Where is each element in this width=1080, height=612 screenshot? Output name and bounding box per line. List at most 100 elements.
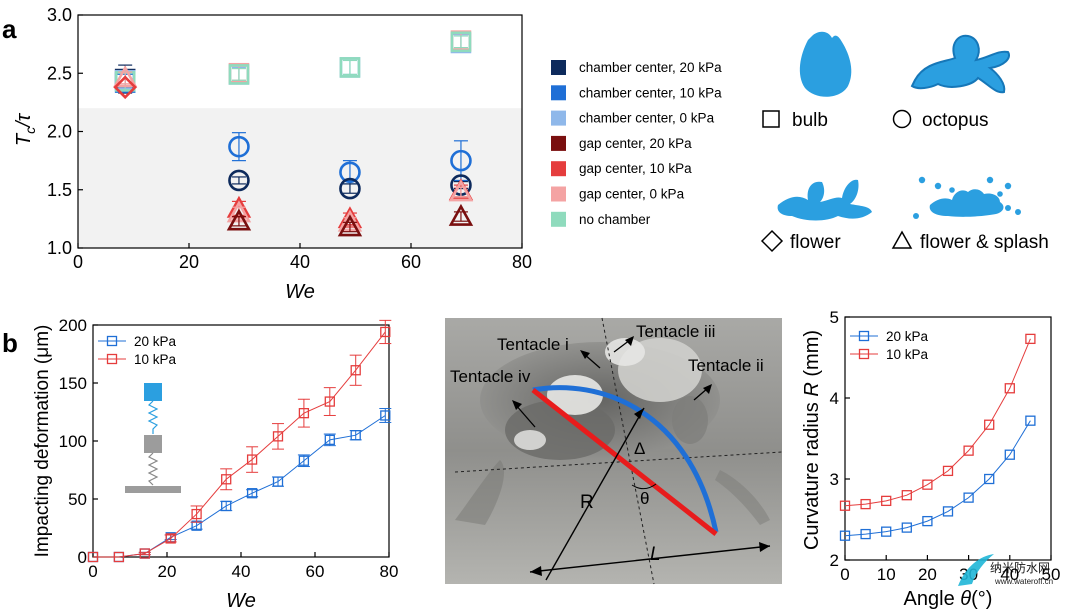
data-point-square (839, 530, 851, 541)
x-tick-label: 20 (918, 565, 937, 584)
data-point-circle (450, 149, 472, 172)
x-tick-label: 60 (306, 562, 325, 581)
series-line (844, 338, 1031, 507)
radius-label: R (580, 492, 594, 513)
data-point-square (221, 474, 232, 485)
octopus-label: octopus (922, 110, 989, 131)
data-point-square (860, 528, 871, 540)
legend-swatch (551, 135, 566, 151)
data-point-square (298, 408, 310, 419)
x-tick-label: 10 (877, 565, 896, 584)
legend-marker (106, 353, 118, 365)
data-point-square (339, 57, 361, 78)
data-point-square (228, 64, 250, 85)
spring-mass-inset-diagram (125, 383, 181, 493)
legend-label: 20 kPa (886, 329, 929, 344)
panel-c-x-axis-title: Angle θ(°) (904, 588, 993, 610)
y-tick-label: 100 (59, 432, 87, 451)
data-point-square (1025, 333, 1036, 345)
y-tick-label: 1.0 (47, 238, 72, 258)
legend-swatch (551, 85, 566, 101)
panel-a-shape-legend: bulb octopus flower flower & splash (760, 31, 1049, 253)
flower-shape-icon (777, 179, 872, 221)
data-point-triangle (226, 208, 252, 231)
data-point-diamond (113, 75, 138, 100)
data-point-square (984, 473, 995, 485)
legend-label: 10 kPa (134, 352, 177, 367)
panel-c-plot-frame (844, 316, 1052, 561)
y-tick-label: 200 (59, 316, 87, 335)
flower-marker-icon (760, 229, 784, 253)
legend-label: 20 kPa (134, 334, 177, 349)
y-tick-label: 3.0 (47, 5, 72, 25)
panel-c-legend: 20 kPa 10 kPa (850, 329, 929, 362)
data-point-square (298, 455, 310, 466)
data-point-square (839, 500, 851, 511)
triangle-marker-icon (891, 230, 913, 249)
delta-label: Δ (634, 439, 645, 458)
data-point-square (963, 492, 974, 503)
panel-a-shaded-region (78, 108, 522, 248)
data-point-square (1004, 449, 1015, 460)
data-point-square (324, 396, 335, 407)
theta-label: θ (640, 489, 649, 508)
data-point-square (860, 498, 871, 510)
x-tick-label: 80 (380, 562, 399, 581)
data-point-square (922, 479, 933, 490)
octopus-marker-icon (892, 109, 912, 129)
y-tick-label: 50 (68, 490, 87, 509)
y-tick-label: 3 (830, 470, 839, 489)
legend-swatch (551, 60, 566, 75)
data-point-triangle (112, 65, 138, 88)
bulb-shape-icon (799, 31, 852, 97)
flower-splash-shape-icon (913, 176, 1021, 219)
data-point-square (246, 454, 258, 465)
y-tick-label: 1.5 (47, 180, 72, 200)
x-tick-label: 20 (158, 562, 177, 581)
tentacle-iii-label: Tentacle iii (636, 322, 715, 341)
tentacle-ii-label: Tentacle ii (688, 356, 764, 375)
data-point-square (1004, 383, 1015, 394)
x-tick-label: 0 (840, 565, 849, 584)
panel-c-photo: Tentacle i Tentacle iii Tentacle ii Tent… (445, 317, 783, 585)
y-tick-label: 5 (830, 308, 839, 327)
y-tick-label: 2.0 (47, 122, 72, 142)
panel-letter-b: b (2, 328, 18, 358)
watermark: 纳米防水网 www.wateroff.cn (958, 554, 1053, 586)
data-point-square (942, 506, 954, 517)
x-tick-label: 20 (179, 252, 199, 272)
data-point-circle (339, 177, 361, 200)
data-point-square (450, 31, 472, 53)
data-point-square (113, 551, 125, 563)
data-point-square (901, 490, 912, 501)
data-point-square (165, 533, 176, 544)
legend-marker (106, 335, 118, 347)
flower-label: flower (790, 232, 841, 253)
flower-splash-label: flower & splash (920, 232, 1049, 253)
legend-marker (858, 330, 870, 342)
legend-label: chamber center, 0 kPa (579, 111, 715, 126)
data-point-square (139, 548, 150, 559)
data-point-square (87, 551, 99, 563)
data-point-square (901, 522, 912, 533)
data-point-triangle (448, 179, 474, 202)
y-tick-label: 0 (78, 548, 87, 567)
y-tick-label: 2.5 (47, 63, 72, 83)
legend-label: 10 kPa (886, 347, 929, 362)
data-point-triangle (337, 214, 363, 237)
legend-swatch (551, 110, 566, 126)
data-point-square (191, 508, 202, 520)
data-point-triangle (448, 203, 474, 226)
data-point-square (221, 500, 232, 512)
panel-a-y-axis-title: Tc/τ (13, 112, 38, 146)
watermark-logo-icon (958, 554, 994, 586)
data-point-square (881, 526, 892, 537)
x-tick-label: 80 (512, 252, 532, 272)
data-point-circle (228, 169, 250, 192)
legend-swatch (551, 161, 566, 177)
tentacle-chord-line (531, 388, 718, 536)
x-tick-label: 50 (1042, 565, 1061, 584)
